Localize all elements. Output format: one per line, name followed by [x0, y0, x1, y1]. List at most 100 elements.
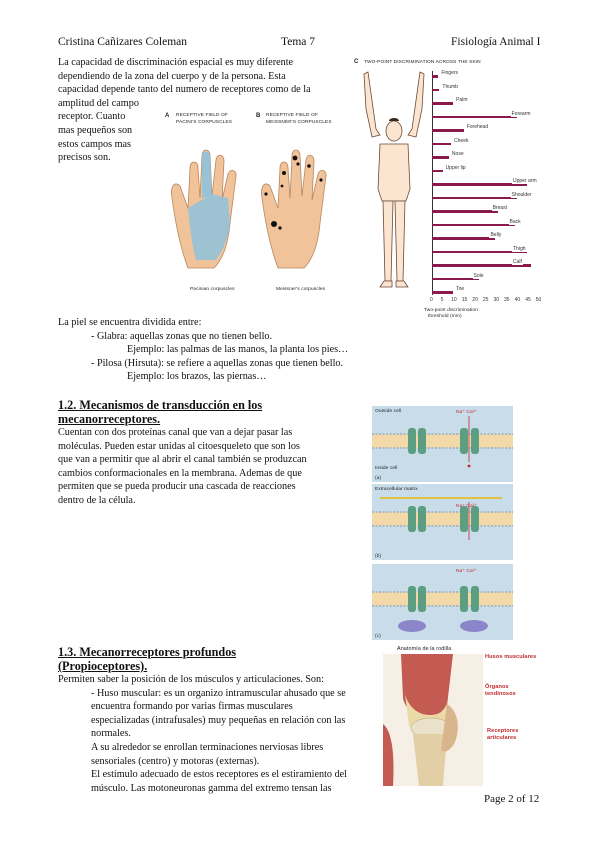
axis-label-1: Two-point discrimination [424, 308, 478, 313]
x-tick-label: 50 [535, 297, 542, 303]
s13-line: sensoriales (centro) y motoras (externas… [91, 755, 260, 767]
bar-toe [432, 291, 454, 294]
bar-label: Forearm [510, 110, 532, 117]
x-tick-label: 30 [493, 297, 500, 303]
body-title: TWO-POINT DISCRIMINATION ACROSS THE SKIN [364, 60, 481, 65]
bar-calf [432, 264, 532, 267]
bar-label: Thumb [441, 83, 459, 90]
left-hand-icon [171, 149, 237, 269]
channel-panel-a-illustration [372, 406, 513, 482]
ions-label-c: Na⁺ Ca²⁺ [456, 569, 478, 574]
caption-pacinian: Pacinian corpuscles [190, 287, 235, 292]
intro-line: amplitud del campo [58, 97, 139, 109]
skin-paragraph: La piel se encuentra dividida entre: - G… [58, 316, 518, 384]
knee-illustration [383, 654, 483, 786]
channel-panel-a: Outside cell Inside cell Na⁺ Ca²⁺ (a) [372, 406, 513, 482]
bar-label: Upper arm [512, 178, 538, 184]
x-tick-label: 35 [504, 297, 510, 303]
channel-panel-c: Na⁺ Ca²⁺ (c) [372, 564, 513, 640]
axis-label-2: threshold (mm) [428, 314, 462, 319]
hands-title-a1: RECEPTIVE FIELD OF [176, 113, 228, 118]
bar-label: Upper lip [444, 164, 467, 171]
extracellular-label: Extracellular matrix [375, 487, 418, 492]
s13-line: A su alrededor se enrollan terminaciones… [91, 741, 324, 753]
bar-belly [432, 237, 496, 240]
x-tick-label: 10 [451, 297, 457, 303]
inside-cell-label: Inside cell [375, 466, 398, 471]
panel-b-label: (b) [375, 554, 382, 559]
s13-line: especializadas (intrafusales) muy pequeñ… [91, 714, 346, 726]
knee-title: Anatomía de la rodilla [397, 646, 452, 652]
bar-label: Thigh [512, 245, 527, 252]
bar-label: Toe [455, 286, 466, 292]
hands-title-b1: RECEPTIVE FIELD OF [266, 113, 318, 118]
bar-thumb [432, 88, 440, 92]
bar-label: Forehead [465, 124, 490, 130]
husos-label: Husos musculares [485, 654, 537, 660]
s13-line: músculo. Las motoneuronas gamma del extr… [91, 782, 332, 794]
section-12-title-2: mecanorreceptores. [58, 412, 161, 426]
x-tick-label: 20 [472, 297, 478, 303]
bar-back [432, 223, 515, 227]
outside-cell-label: Outside cell [375, 409, 402, 414]
bar-label: Cheek [453, 137, 470, 144]
s13-line: Permiten saber la posición de los múscul… [58, 674, 324, 685]
intro-line: estos campos mas [58, 138, 131, 150]
bar-nose [432, 156, 449, 159]
bar-thigh [432, 250, 528, 254]
s12-line: cambios conformacionales en la membrana.… [58, 467, 302, 479]
body-label-c: C [354, 59, 359, 65]
s12-line: que van a permitir que al abrir el canal… [58, 454, 307, 466]
header-author: Cristina Cañizares Coleman [58, 36, 188, 48]
bar-upper-arm [432, 183, 528, 186]
two-point-figure: C TWO-POINT DISCRIMINATION ACROSS THE SK… [352, 57, 542, 319]
receptores-label-2: articulares [487, 735, 517, 741]
bar-cheek [432, 142, 452, 146]
s13-line: - Huso muscular: es un organizo intramus… [91, 687, 346, 699]
bar-label: Fingers [440, 70, 460, 76]
panel-c-label: (c) [375, 634, 381, 639]
x-tick-label: 15 [461, 297, 468, 303]
intro-line: precisos son. [58, 152, 111, 164]
channels-figure: Outside cell Inside cell Na⁺ Ca²⁺ (a) Ex… [372, 406, 513, 640]
x-tick-label: 45 [525, 297, 531, 303]
x-tick-label: 0 [430, 297, 433, 303]
bar-sole [432, 277, 479, 281]
bar-shoulder [432, 196, 517, 200]
section-13-paragraph: Permiten saber la posición de los múscul… [58, 673, 378, 795]
skin-line: - Pilosa (Hirsuta): se refiere a aquella… [91, 357, 344, 369]
intro-line: mas pequeños son [58, 124, 133, 136]
caption-meissner: Meissner's corpuscles [276, 287, 326, 292]
bar-palm [432, 102, 454, 105]
ions-label-a: Na⁺ Ca²⁺ [456, 410, 478, 415]
s12-line: dentro de la célula. [58, 494, 136, 506]
right-hand-icon [261, 149, 327, 269]
hands-figure: A RECEPTIVE FIELD OF PACINI'S CORPUSCLES… [162, 110, 352, 300]
header-course: Fisiología Animal I [451, 36, 541, 48]
x-tick-label: 40 [514, 297, 521, 303]
hands-illustration [171, 149, 327, 269]
hands-title-b2: MEISSNER'S CORPUSCLES [266, 120, 332, 125]
s12-line: Cuentan con dos proteínas canal que van … [58, 427, 293, 438]
skin-line: Ejemplo: los brazos, las piernas… [127, 371, 267, 383]
section-13-title-2: (Propioceptores). [58, 659, 148, 673]
bar-forehead [432, 129, 464, 132]
organos-label-2: tendinosos [485, 691, 516, 697]
bar-label: Nose [450, 151, 465, 157]
intro-line: dependiendo de la zona del cuerpo y de l… [58, 70, 286, 82]
intro-line: La capacidad de discriminación espacial … [58, 57, 294, 68]
x-tick-label: 25 [482, 297, 489, 303]
knee-figure: Anatomía de la rodilla Husos musculares … [383, 646, 543, 788]
s13-line: El estímulo adecuado de estos receptores… [91, 769, 348, 781]
bar-label: Belly [489, 232, 503, 238]
human-body-icon [363, 71, 425, 288]
bar-forearm [432, 115, 517, 119]
ions-label-b: Na⁺ Ca²⁺ [456, 504, 478, 509]
channel-panel-c-illustration [372, 564, 513, 640]
bar-label: Palm [455, 97, 469, 103]
hands-label-a: A [165, 113, 170, 119]
bar-label: Calf [512, 259, 523, 265]
bar-fingers [432, 75, 439, 78]
header-topic: Tema 7 [281, 36, 316, 48]
skin-line: - Glabra: aquellas zonas que no tienen b… [91, 330, 273, 342]
